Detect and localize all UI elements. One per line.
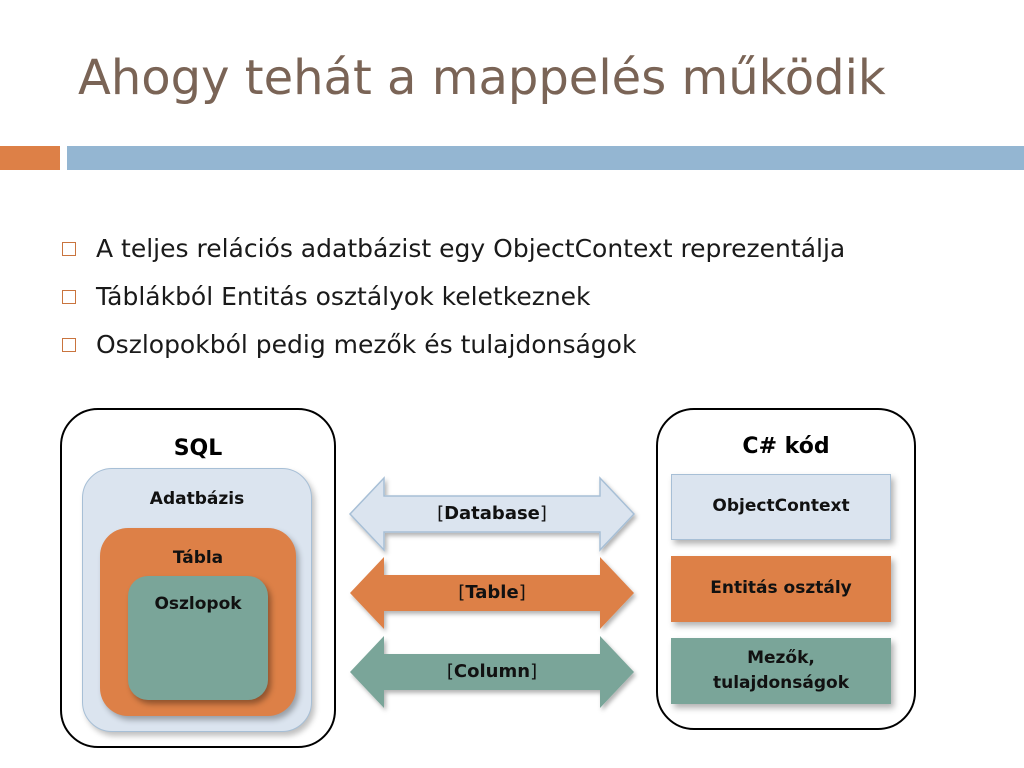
square-bullet-icon — [62, 290, 76, 304]
bullet-item: Táblákból Entitás osztályok keletkeznek — [62, 272, 845, 320]
column-double-arrow — [350, 636, 634, 708]
bullet-text: Oszlopokból pedig mezők és tulajdonságok — [96, 329, 637, 359]
square-bullet-icon — [62, 242, 76, 256]
title-accent-bar-blue — [67, 146, 1024, 170]
bullet-list: A teljes relációs adatbázist egy ObjectC… — [62, 224, 845, 368]
bullet-item: A teljes relációs adatbázist egy ObjectC… — [62, 224, 845, 272]
bullet-item: Oszlopokból pedig mezők és tulajdonságok — [62, 320, 845, 368]
csharp-heading: C# kód — [742, 434, 830, 459]
bullet-text: A teljes relációs adatbázist egy ObjectC… — [96, 233, 846, 263]
database-arrow-label: [Database] — [437, 503, 547, 524]
entity-class-box: Entitás osztály — [671, 556, 891, 622]
sql-heading: SQL — [173, 436, 223, 461]
entity-class-label: Entitás osztály — [710, 578, 852, 599]
database-double-arrow — [348, 476, 636, 552]
fields-label-line1: Mezők, — [747, 647, 815, 668]
table-double-arrow — [350, 557, 634, 629]
fields-properties-box: Mezők, tulajdonságok — [671, 638, 891, 704]
column-arrow-label: [Column] — [446, 661, 538, 682]
square-bullet-icon — [62, 338, 76, 352]
object-context-label: ObjectContext — [712, 496, 850, 517]
table-label: Tábla — [172, 548, 224, 568]
database-label: Adatbázis — [149, 489, 245, 509]
bullet-text: Táblákból Entitás osztályok keletkeznek — [96, 281, 591, 311]
title-accent-bar-orange — [0, 146, 60, 170]
columns-label: Oszlopok — [154, 594, 242, 614]
fields-label-line2: tulajdonságok — [712, 673, 850, 693]
columns-box: Oszlopok — [128, 576, 268, 700]
table-arrow-label: [Table] — [458, 582, 526, 603]
slide-title: Ahogy tehát a mappelés működik — [78, 50, 886, 106]
object-context-box: ObjectContext — [671, 474, 891, 540]
